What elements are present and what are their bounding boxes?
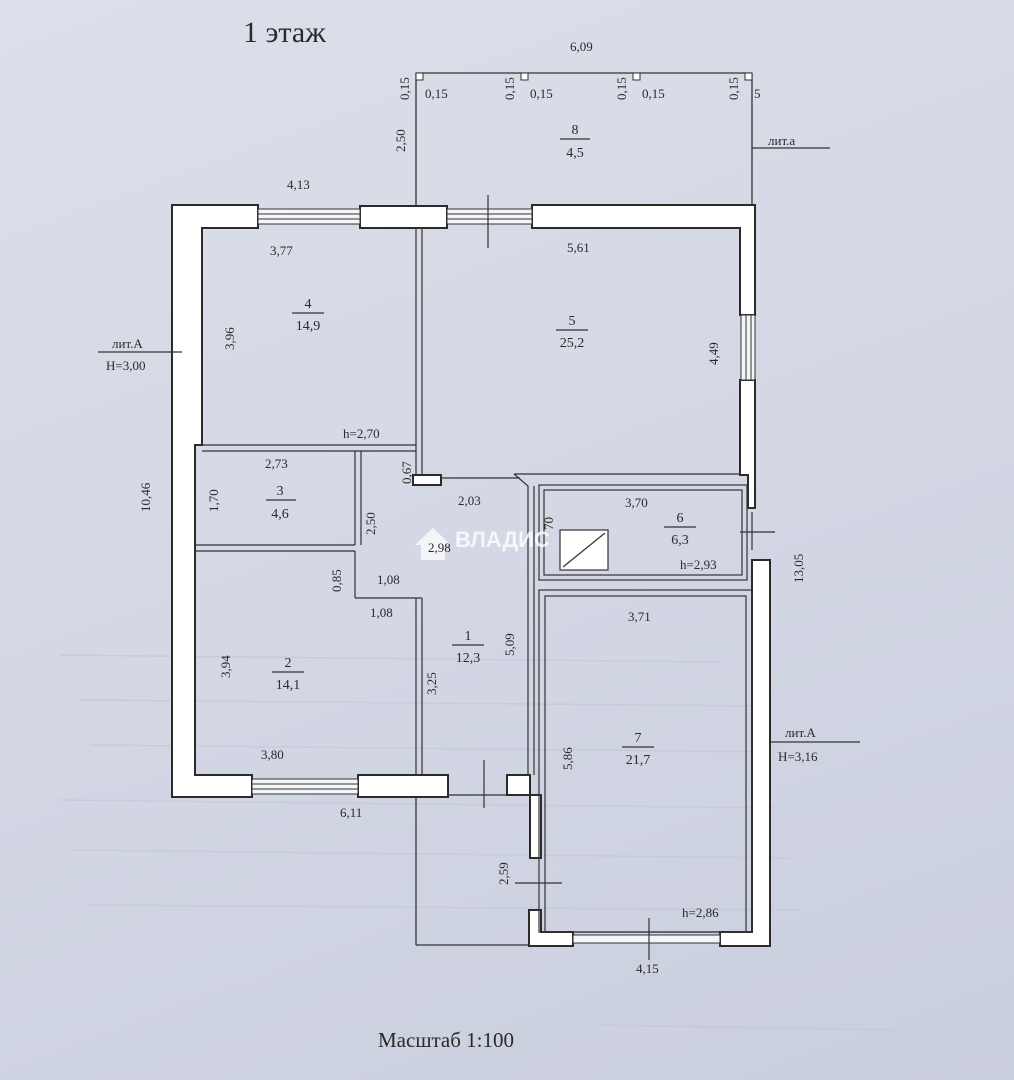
- svg-text:7: 7: [635, 731, 642, 746]
- dim-hall-upper: 2,03: [458, 493, 481, 508]
- svg-text:лит.А: лит.А: [785, 725, 816, 740]
- dim-room2-width: 3,80: [261, 747, 284, 762]
- dim-room3-width: 2,73: [265, 456, 288, 471]
- dim-room5-width: 5,61: [567, 240, 590, 255]
- svg-text:14,1: 14,1: [276, 678, 301, 693]
- room-label-7: 7 21,7: [622, 731, 654, 768]
- dim-step-b: 1,08: [377, 572, 400, 587]
- dim-room2-depth: 3,94: [218, 655, 233, 678]
- window: [572, 934, 721, 944]
- liter-right: лит.А Н=3,16: [770, 725, 860, 764]
- scale-label: Масштаб 1:100: [378, 1028, 514, 1052]
- veranda-post: [520, 72, 529, 81]
- height-room4: h=2,70: [343, 426, 380, 441]
- dim-right-total: 13,05: [791, 554, 806, 583]
- window: [740, 314, 756, 381]
- svg-text:1: 1: [465, 629, 472, 644]
- dim-hall-depth: 5,09: [502, 633, 517, 656]
- svg-text:12,3: 12,3: [456, 651, 481, 666]
- dim-room3-depth: 1,70: [206, 489, 221, 512]
- svg-text:14,9: 14,9: [296, 319, 321, 334]
- room-label-2: 2 14,1: [272, 656, 304, 693]
- dim-room7-width: 3,71: [628, 609, 651, 624]
- liter-left: лит.А Н=3,00: [98, 336, 182, 373]
- watermark-logo-icon: [415, 528, 451, 560]
- dim-step-c: 1,08: [370, 605, 393, 620]
- dim-porch-depth: 2,59: [496, 862, 511, 885]
- dim-post-v: 0,15: [614, 77, 629, 100]
- svg-text:4,6: 4,6: [271, 507, 289, 522]
- room-label-4: 4 14,9: [292, 297, 324, 334]
- veranda-post: [415, 72, 424, 81]
- dim-post-h: 0,15: [425, 86, 448, 101]
- dim-upper-outer: 4,13: [287, 177, 310, 192]
- window: [446, 208, 533, 225]
- dim-hall-mid: 2,50: [363, 512, 378, 535]
- dim-room6-depth: 70: [541, 517, 556, 530]
- room-label-6: 6 6,3: [664, 511, 696, 548]
- door-marks: [483, 195, 775, 960]
- dim-bottom-right: 4,15: [636, 961, 659, 976]
- watermark-text: ВЛАДИС: [455, 527, 550, 552]
- dim-step-a: 0,85: [329, 569, 344, 592]
- svg-text:2: 2: [285, 656, 292, 671]
- svg-text:8: 8: [572, 123, 579, 138]
- svg-text:25,2: 25,2: [560, 336, 585, 351]
- exterior-walls: [171, 204, 771, 947]
- dim-post-v: 0,15: [726, 77, 741, 100]
- svg-text:6,3: 6,3: [671, 533, 689, 548]
- dim-veranda-depth: 2,50: [393, 129, 408, 152]
- floor-title: 1 этаж: [243, 16, 326, 49]
- dim-lower-outer: 6,11: [340, 805, 362, 820]
- svg-text:4: 4: [305, 297, 312, 312]
- dim-left-total: 10,46: [138, 482, 153, 512]
- room-label-8: 8 4,5: [560, 123, 590, 161]
- room-label-3: 3 4,6: [266, 484, 296, 522]
- window: [251, 778, 359, 795]
- veranda-outline: [415, 72, 830, 208]
- dim-hall-lower: 3,25: [424, 672, 439, 695]
- svg-text:3: 3: [277, 484, 284, 499]
- dim-room7-depth: 5,86: [560, 747, 575, 770]
- dim-room4-width: 3,77: [270, 243, 293, 258]
- veranda-post: [632, 72, 641, 81]
- svg-text:6: 6: [677, 511, 684, 526]
- dim-room6-width: 3,70: [625, 495, 648, 510]
- dim-post-h: 0,15: [530, 86, 553, 101]
- room-label-1: 1 12,3: [452, 629, 484, 666]
- porch-outline: [415, 794, 530, 946]
- height-room7: h=2,86: [682, 905, 719, 920]
- dim-post-v: 0,15: [397, 77, 412, 100]
- dim-post-h: 5: [754, 86, 761, 101]
- dim-room4-depth: 3,96: [222, 327, 237, 350]
- dim-top-total: 6,09: [570, 39, 593, 54]
- dim-hall-width: 2,98: [428, 540, 451, 555]
- dim-post-h: 0,15: [642, 86, 665, 101]
- interior-partitions: [196, 228, 753, 933]
- dim-post-v: 0,15: [502, 77, 517, 100]
- dim-room5-depth: 4,49: [706, 342, 721, 365]
- window: [257, 208, 361, 225]
- veranda-post: [744, 72, 753, 81]
- room-label-5: 5 25,2: [556, 314, 588, 351]
- dim-hall-wall: 0,67: [399, 461, 414, 484]
- svg-text:21,7: 21,7: [626, 753, 651, 768]
- svg-text:лит.А: лит.А: [112, 336, 143, 351]
- svg-text:4,5: 4,5: [566, 146, 584, 161]
- liter-veranda: лит.а: [768, 133, 795, 148]
- height-room6: h=2,93: [680, 557, 717, 572]
- svg-text:5: 5: [569, 314, 576, 329]
- svg-text:Н=3,16: Н=3,16: [778, 749, 818, 764]
- svg-text:Н=3,00: Н=3,00: [106, 358, 145, 373]
- windows: [251, 208, 756, 944]
- watermark: ВЛАДИС: [415, 527, 550, 560]
